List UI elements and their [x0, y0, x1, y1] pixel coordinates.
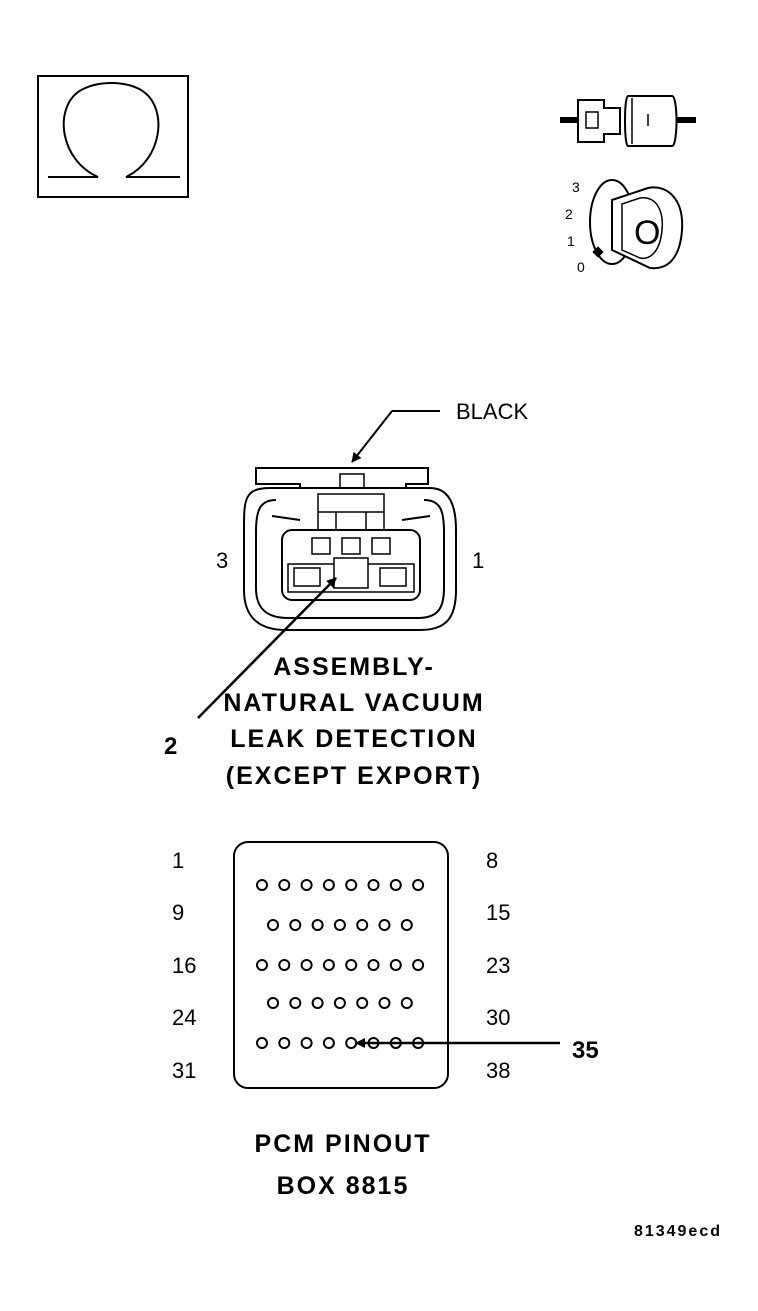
pcm-pin-hole — [322, 959, 335, 971]
nvld-title: ASSEMBLY- NATURAL VACUUM LEAK DETECTION … — [223, 653, 484, 790]
pcm-right-label-2: 15 — [486, 900, 510, 925]
key-position-1: 1 — [567, 233, 575, 249]
ohm-icon — [37, 75, 189, 198]
pcm-pin-hole — [389, 959, 402, 971]
pcm-pin-hole — [345, 1037, 358, 1049]
pcm-pin-hole — [400, 919, 413, 931]
pcm-pin-hole — [412, 879, 425, 891]
pin-callout-number: 2 — [164, 733, 177, 760]
pcm-left-label-1: 1 — [172, 848, 184, 873]
pcm-pin-hole — [345, 879, 358, 891]
pcm-pin-hole — [367, 879, 380, 891]
pcm-left-label-2: 9 — [172, 900, 184, 925]
pcm-pinout-box: 1 9 16 24 31 8 15 23 30 38 — [172, 841, 510, 1089]
pcm-pin-hole — [278, 959, 291, 971]
pcm-right-label-4: 30 — [486, 1005, 510, 1030]
pcm-pin-hole — [300, 879, 313, 891]
nvld-title-line-2: NATURAL VACUUM — [223, 689, 484, 717]
pcm-pin-hole — [333, 997, 346, 1009]
wire-color-label: BLACK — [456, 399, 528, 424]
pcm-pin-hole — [378, 919, 391, 931]
key-position-0: 0 — [577, 259, 585, 275]
nvld-connector: 3 1 — [216, 467, 484, 631]
pcm-pin-hole — [300, 959, 313, 971]
figure-code: 81349ecd — [634, 1223, 722, 1240]
pcm-pin-hole — [256, 1037, 268, 1049]
nvld-title-line-1: ASSEMBLY- — [273, 653, 435, 681]
key-position-3: 3 — [572, 179, 580, 195]
pcm-pin-hole — [300, 1037, 313, 1049]
pcm-right-label-3: 23 — [486, 953, 510, 978]
pcm-pin-hole — [311, 997, 324, 1009]
pcm-pin-hole — [356, 919, 369, 931]
pcm-pin-hole — [256, 879, 268, 891]
pcm-pin-hole — [267, 997, 279, 1009]
pcm-pin-hole — [367, 959, 380, 971]
pcm-title-line-1: PCM PINOUT — [255, 1130, 432, 1158]
pcm-pin-hole — [333, 919, 346, 931]
pcm-pin-hole — [278, 1037, 291, 1049]
nvld-title-line-4: (EXCEPT EXPORT) — [226, 762, 482, 790]
pcm-left-label-4: 24 — [172, 1005, 196, 1030]
pcm-pin-hole — [345, 959, 358, 971]
pcm-pin-hole — [412, 959, 425, 971]
ignition-key-icon: 3 2 1 0 O — [565, 179, 684, 275]
pcm-pin-hole — [400, 997, 413, 1009]
pin-callout-arrow — [197, 577, 337, 719]
pcm-pin-hole — [322, 1037, 335, 1049]
pcm-left-label-5: 31 — [172, 1058, 196, 1083]
pcm-pin-grid — [256, 879, 425, 1049]
pcm-pin-hole — [267, 919, 279, 931]
pcm-pin-hole — [389, 879, 402, 891]
pcm-right-label-5: 38 — [486, 1058, 510, 1083]
pcm-pin-hole — [356, 997, 369, 1009]
pcm-pin-hole — [289, 919, 302, 931]
pcm-pin-hole — [256, 959, 268, 971]
connector-pin-label-right: 1 — [472, 548, 484, 573]
pcm-left-label-3: 16 — [172, 953, 196, 978]
nvld-title-line-3: LEAK DETECTION — [230, 725, 477, 753]
disconnected-connector-icon — [560, 95, 696, 147]
pcm-title-line-2: BOX 8815 — [277, 1172, 410, 1200]
wire-color-callout: BLACK — [351, 399, 528, 463]
pcm-pin-hole — [322, 879, 335, 891]
connector-pin-label-left: 3 — [216, 548, 228, 573]
pcm-pin-hole — [278, 879, 291, 891]
pcm-pin-callout-number: 35 — [572, 1037, 599, 1064]
key-letter: O — [634, 214, 660, 252]
key-position-2: 2 — [565, 206, 573, 222]
pcm-right-label-1: 8 — [486, 848, 498, 873]
pcm-pin-hole — [311, 919, 324, 931]
pcm-pin-hole — [289, 997, 302, 1009]
pcm-pin-hole — [378, 997, 391, 1009]
